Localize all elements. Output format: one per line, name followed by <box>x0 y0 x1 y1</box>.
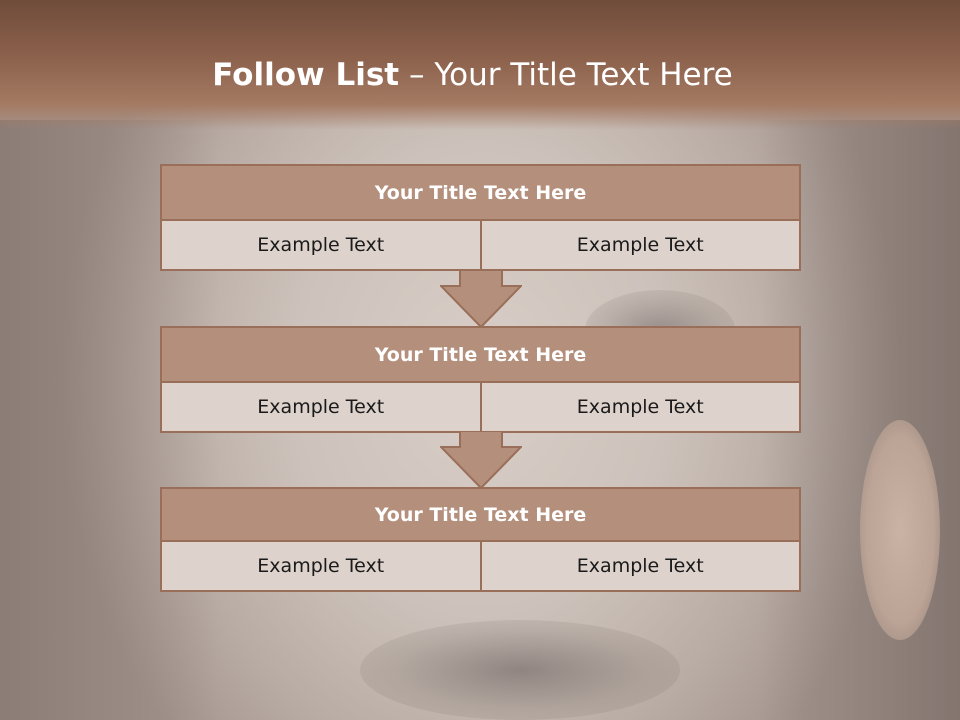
block-title: Your Title Text Here <box>160 164 801 221</box>
block-row: Example Text Example Text <box>160 221 801 271</box>
background-mouth <box>360 620 680 720</box>
down-arrow-icon <box>440 270 522 328</box>
block-title: Your Title Text Here <box>160 487 801 542</box>
block-row: Example Text Example Text <box>160 542 801 592</box>
follow-block-1: Your Title Text Here Example Text Exampl… <box>160 164 801 271</box>
header-band <box>0 0 960 130</box>
slide-title-bold: Follow List <box>212 57 400 93</box>
follow-block-2: Your Title Text Here Example Text Exampl… <box>160 326 801 433</box>
down-arrow-icon <box>440 431 522 489</box>
block-cell-left: Example Text <box>160 383 482 433</box>
block-cell-right: Example Text <box>481 383 801 433</box>
block-cell-left: Example Text <box>160 542 482 592</box>
block-cell-left: Example Text <box>160 221 482 271</box>
follow-block-3: Your Title Text Here Example Text Exampl… <box>160 487 801 592</box>
slide-title: Follow List – Your Title Text Here <box>0 52 945 98</box>
block-title: Your Title Text Here <box>160 326 801 383</box>
block-row: Example Text Example Text <box>160 383 801 433</box>
block-cell-right: Example Text <box>481 542 801 592</box>
block-cell-right: Example Text <box>481 221 801 271</box>
background-ear <box>860 420 940 640</box>
slide-title-rest: – Your Title Text Here <box>399 57 733 93</box>
